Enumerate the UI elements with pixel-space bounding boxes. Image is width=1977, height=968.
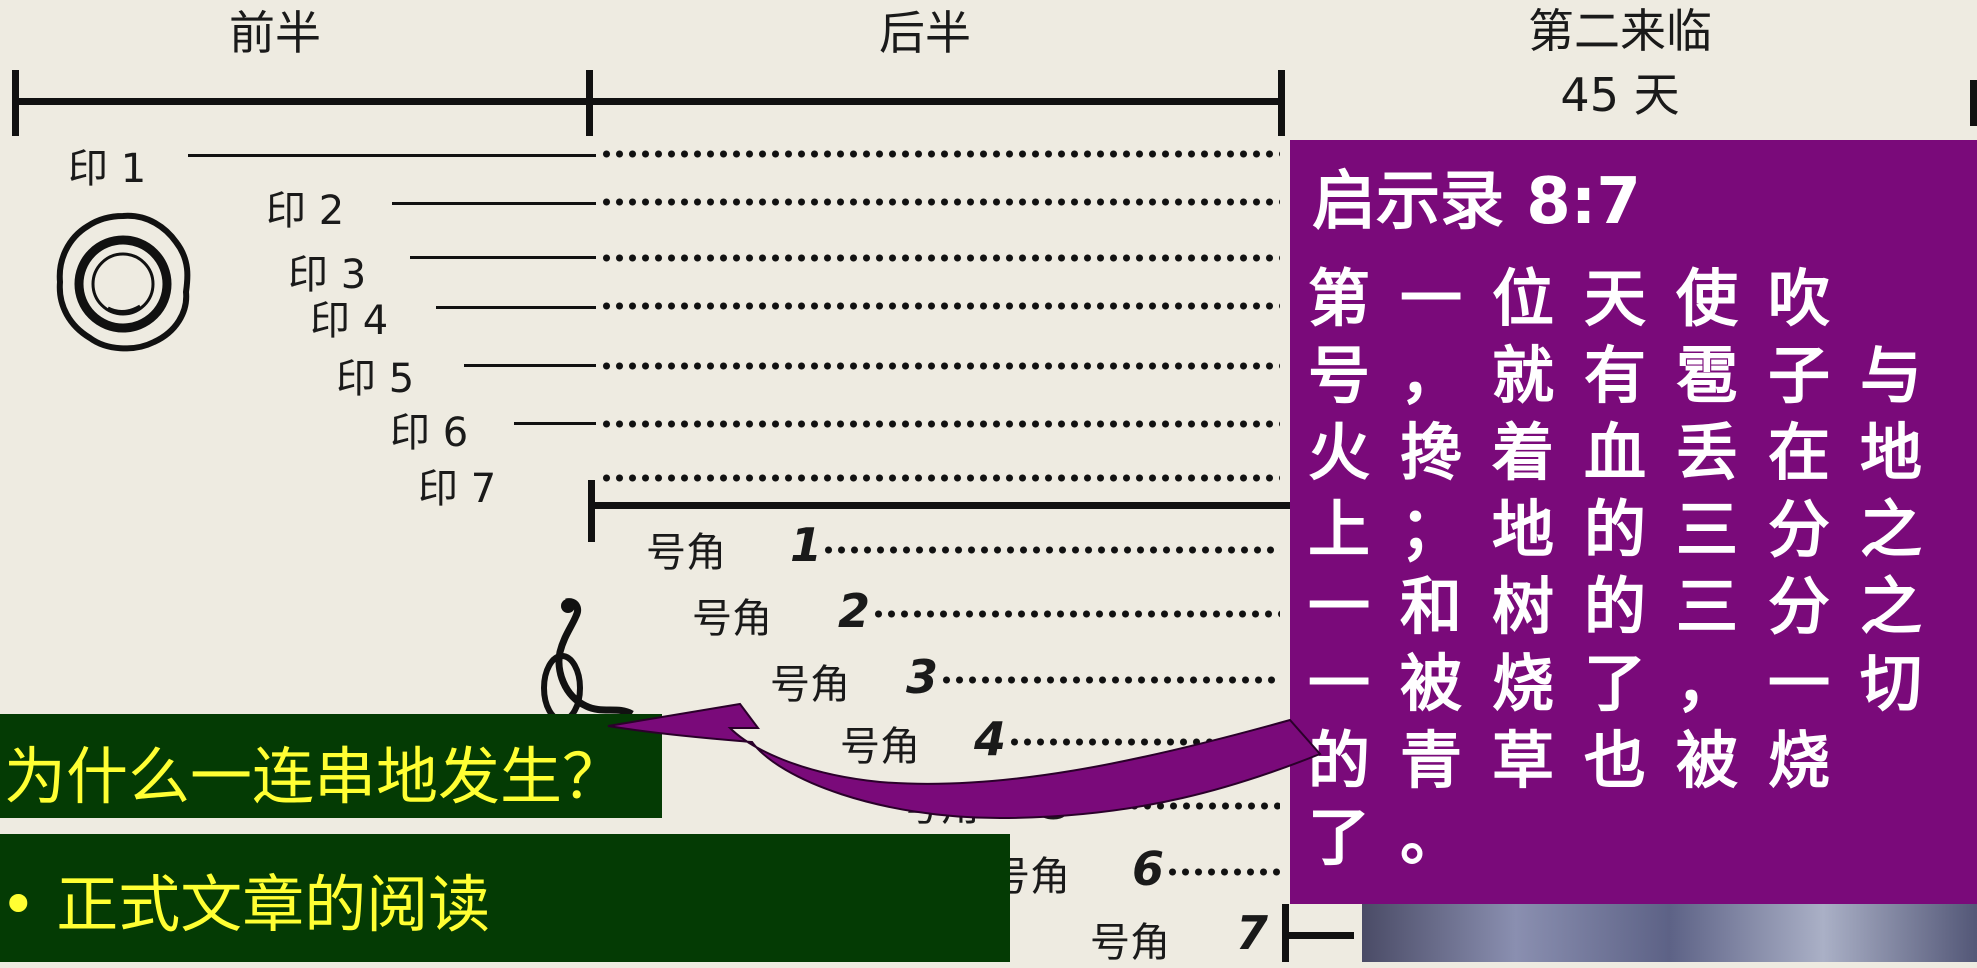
trumpet-number: 2 <box>838 584 871 638</box>
trumpet-line-dotted <box>1166 866 1280 878</box>
bullet-box: • 正式文章的阅读 <box>0 834 1010 962</box>
seal-label: 印 6 <box>390 410 469 456</box>
seal-line-solid <box>410 256 596 259</box>
seal-line-solid <box>464 364 596 367</box>
trumpet-number: 4 <box>974 712 1007 766</box>
trumpet-line-dotted <box>822 544 1280 556</box>
seal-label: 印 4 <box>310 298 389 344</box>
seal-line-dotted <box>600 418 1280 430</box>
seal-line-dotted <box>600 252 1280 264</box>
header-first-half: 前半 <box>229 6 321 60</box>
timeline-tick-right <box>1970 80 1977 126</box>
timeline-tick-start <box>12 70 19 136</box>
seal-icon <box>56 212 191 352</box>
bullet-text: • 正式文章的阅读 <box>0 868 491 941</box>
trumpet-label: 号角 <box>692 596 772 642</box>
trumpet-line-dotted <box>872 608 1280 620</box>
trumpet-number: 3 <box>906 650 939 704</box>
trumpet-number: 7 <box>1236 906 1269 960</box>
seal-label: 印 2 <box>266 188 345 234</box>
header-days: 45 天 <box>1560 68 1680 122</box>
timeline-tick-end <box>1278 70 1285 136</box>
seal-line-solid <box>514 422 596 425</box>
seal-line-dotted <box>600 472 1280 484</box>
verse-text: 第一位天使吹号，就有雹子与火搀着血丢在地上；地的三分之一和树的三分之一被烧了，一… <box>1308 262 1953 874</box>
trumpet-label: 号角 <box>1090 920 1170 966</box>
trumpets-tick-start <box>588 480 595 542</box>
question-box: 为什么一连串地发生？ <box>0 714 662 818</box>
seal-label: 印 5 <box>336 356 415 402</box>
seal-line-solid <box>188 154 596 157</box>
trumpet-end-bar <box>1284 932 1354 939</box>
seal-line-dotted <box>600 196 1280 208</box>
trumpet-number: 1 <box>790 518 823 572</box>
trumpet-label: 号角 <box>770 662 850 708</box>
question-text: 为什么一连串地发生？ <box>4 740 625 813</box>
seal-line-dotted <box>600 300 1280 312</box>
seal-line-solid <box>436 306 596 309</box>
seal-line-dotted <box>600 360 1280 372</box>
trumpet-label: 号角 <box>646 530 726 576</box>
trumpets-bar <box>590 502 1290 509</box>
seal-line-solid <box>392 202 596 205</box>
seal-label: 印 1 <box>68 146 147 192</box>
trumpet-line-dotted <box>940 674 1280 686</box>
landscape-photo <box>1362 904 1977 962</box>
timeline-bar <box>14 98 1284 105</box>
seal-label: 印 7 <box>418 466 497 512</box>
trumpet-label: 号角 <box>840 724 920 770</box>
curved-arrow <box>607 702 1322 820</box>
timeline-tick-mid <box>586 70 593 136</box>
header-second-coming: 第二来临 <box>1528 4 1712 58</box>
seal-line-dotted <box>600 148 1280 160</box>
verse-box: 启示录 8:7 第一位天使吹号，就有雹子与火搀着血丢在地上；地的三分之一和树的三… <box>1290 140 1977 904</box>
verse-reference: 启示录 8:7 <box>1312 165 1641 239</box>
trumpet-number: 6 <box>1132 842 1165 896</box>
seal-label: 印 3 <box>288 252 367 298</box>
header-second-half: 后半 <box>879 6 971 60</box>
